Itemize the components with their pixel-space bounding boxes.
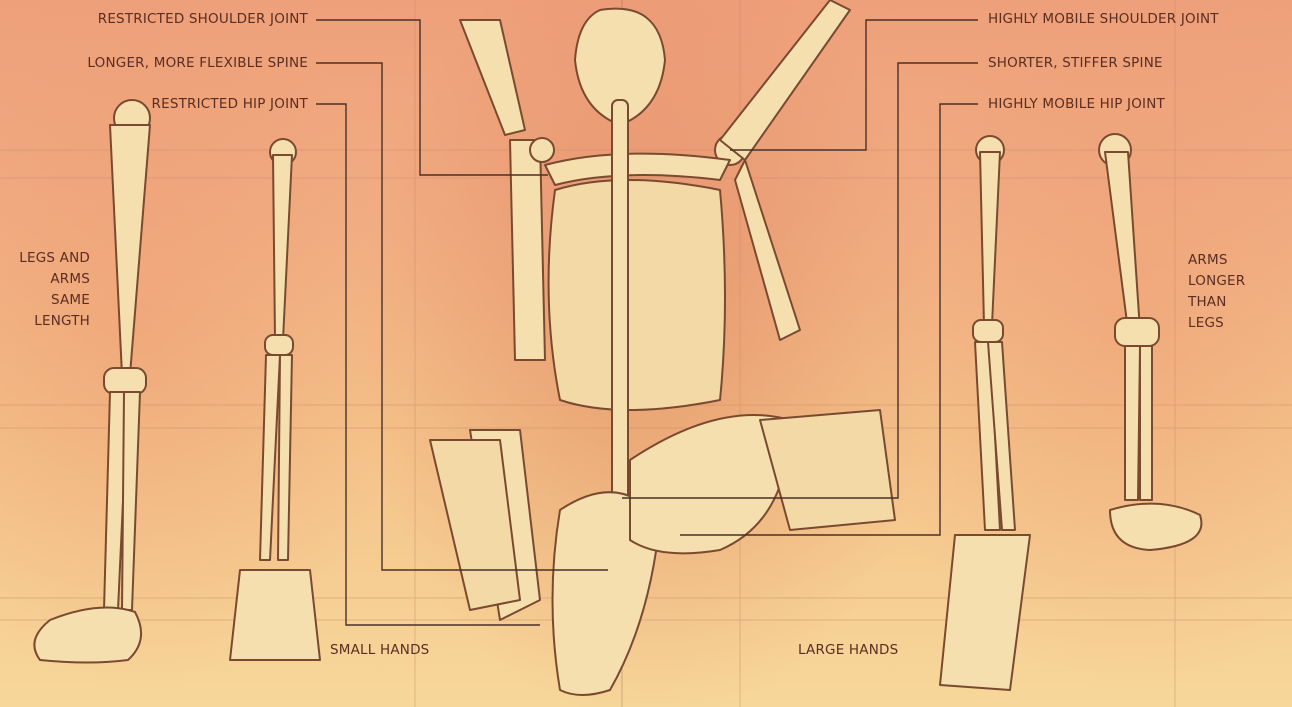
- legs-arms-line-2: ARMS: [0, 269, 90, 290]
- legs-arms-line-1: LEGS AND: [0, 248, 90, 269]
- arms-longer-line-3: THAN: [1188, 292, 1245, 313]
- arms-longer-line-2: LONGER: [1188, 271, 1245, 292]
- label-longer-spine: LONGER, MORE FLEXIBLE SPINE: [20, 55, 308, 72]
- arms-longer-line-4: LEGS: [1188, 313, 1245, 334]
- label-mobile-hip: HIGHLY MOBILE HIP JOINT: [988, 96, 1165, 113]
- ape-leg: [1099, 134, 1201, 550]
- legs-arms-line-4: LENGTH: [0, 311, 90, 332]
- ape-arm: [940, 136, 1030, 690]
- label-large-hands: LARGE HANDS: [798, 642, 898, 659]
- label-arms-longer-than-legs: ARMS LONGER THAN LEGS: [1188, 250, 1245, 334]
- label-shorter-spine: SHORTER, STIFFER SPINE: [988, 55, 1163, 72]
- human-arm: [230, 139, 320, 660]
- human-femur: [34, 100, 150, 663]
- label-legs-arms-same-length: LEGS AND ARMS SAME LENGTH: [0, 248, 90, 332]
- label-mobile-shoulder: HIGHLY MOBILE SHOULDER JOINT: [988, 11, 1219, 28]
- label-small-hands: SMALL HANDS: [330, 642, 429, 659]
- arms-longer-line-1: ARMS: [1188, 250, 1245, 271]
- label-restricted-shoulder: RESTRICTED SHOULDER JOINT: [20, 11, 308, 28]
- legs-arms-line-3: SAME: [0, 290, 90, 311]
- ape-skeleton: [430, 0, 895, 695]
- label-restricted-hip: RESTRICTED HIP JOINT: [20, 96, 308, 113]
